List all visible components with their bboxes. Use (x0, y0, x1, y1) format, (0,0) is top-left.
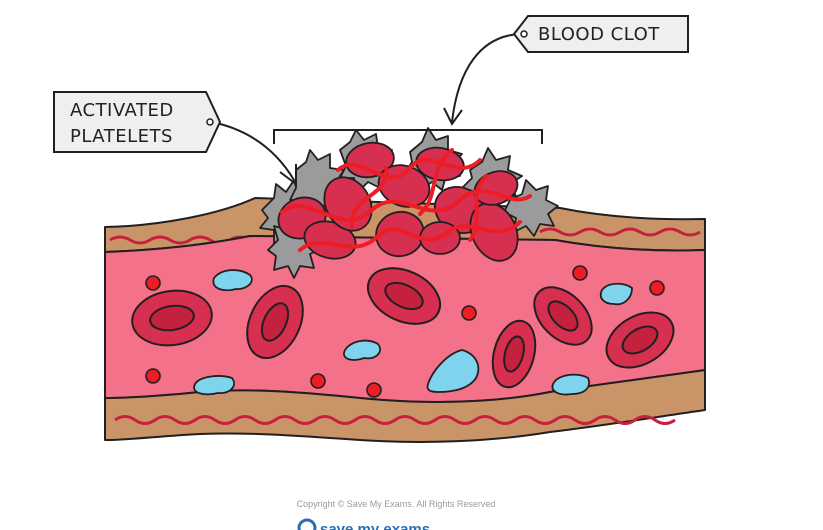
platelet-dot (145, 368, 161, 384)
red-blood-cell (131, 289, 213, 347)
label-blood-clot-arrow (451, 33, 521, 123)
fibrin-strand (418, 148, 454, 216)
vessel-wall-bottom-wave (114, 415, 676, 425)
label-platelets-text-line1: ACTIVATED (70, 100, 174, 121)
white-blood-cell (193, 375, 235, 396)
fibrin-mesh (280, 148, 532, 252)
white-blood-cells (193, 269, 633, 396)
red-blood-cell (366, 267, 442, 325)
label-platelets-arrow (211, 121, 295, 181)
tag-hole (520, 30, 528, 38)
label-blood-clot-arrowhead (443, 107, 463, 126)
platelet-dot (366, 382, 382, 398)
label-blood-clot-text: BLOOD CLOT (538, 24, 660, 45)
logo-text: save my exams (320, 521, 430, 530)
copyright-text: Copyright © Save My Exams. All Rights Re… (297, 499, 496, 509)
red-blood-cell (246, 284, 304, 360)
red-blood-cell (533, 286, 593, 346)
fibrin-strand (280, 189, 532, 222)
platelet-dot (310, 373, 326, 389)
clot-red-cell (375, 210, 425, 258)
fibrin-strand (298, 220, 522, 252)
clot-bracket (273, 129, 543, 144)
platelet-dot (145, 275, 161, 291)
red-blood-cell (605, 311, 675, 369)
label-blood-clot-tag (512, 15, 689, 53)
white-blood-cell (599, 282, 633, 306)
red-blood-cell (491, 319, 537, 389)
label-activated-platelets: ACTIVATED PLATELETS (53, 91, 297, 186)
fibrin-strand (336, 158, 482, 180)
white-blood-cell (343, 339, 381, 361)
label-blood-clot: BLOOD CLOT (443, 15, 689, 126)
white-blood-cell (551, 373, 590, 396)
fibrin-strand (349, 166, 389, 228)
white-blood-cell (212, 269, 253, 292)
platelet-dot (649, 280, 665, 296)
label-platelets-arrowhead (279, 164, 297, 186)
label-platelets-text-line2: PLATELETS (70, 126, 173, 147)
red-blood-cells (131, 267, 675, 389)
logo-icon (297, 518, 317, 530)
vessel-wall-bottom (104, 369, 706, 443)
platelet-dot (461, 305, 477, 321)
fibrin-strand (468, 174, 488, 242)
save-my-exams-logo: save my exams (297, 518, 430, 530)
platelet-dot (572, 265, 588, 281)
tag-hole (206, 118, 214, 126)
small-platelets (145, 265, 665, 398)
label-platelets-tag (53, 91, 222, 153)
blood-clot (259, 127, 559, 279)
white-blood-cell (426, 349, 480, 393)
